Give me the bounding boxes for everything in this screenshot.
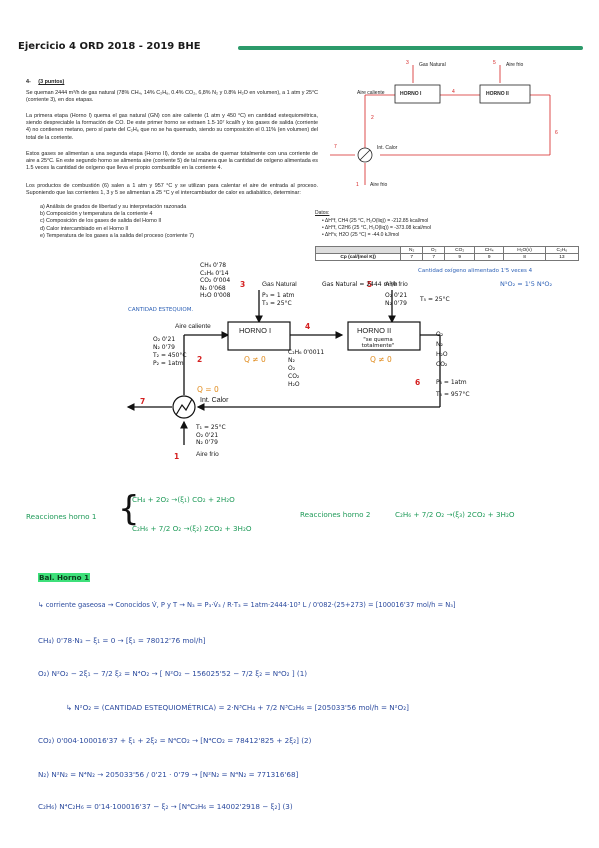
big-stream-5: 5 <box>367 280 373 289</box>
question-item: b) Composición y temperatura de la corri… <box>40 211 153 218</box>
reaction-1b: C₂H₆ + 7/2 O₂ →(ξ₂) 2CO₂ + 3H₂O <box>132 524 252 533</box>
stream2-composition: O₂ 0'21 N₂ 0'79 T₂ = 450°C P₂ = 1atm <box>153 336 187 367</box>
big-aire-frio-top: Aire frío <box>385 281 408 288</box>
stream5-composition: O₂ 0'21 N₂ 0'79 <box>385 292 408 307</box>
table-header-row: N₂ O₂ CO₂ CH₄ H₂O(v) C₂H₆ <box>314 246 580 254</box>
oxygen-formula: N⁵O₂ = 1'5 N⁴O₂ <box>500 280 553 288</box>
datos-list: • ΔH°f, CH4 (25 °C, H₂O(liq)) = -212.85 … <box>322 218 431 239</box>
q-int-calor: Q = 0 <box>197 385 219 394</box>
header-underline <box>238 46 583 50</box>
question-item: d) Calor intercambiado en el Horno II <box>40 225 129 232</box>
small-stream-5: 5 <box>493 60 496 66</box>
small-gas-natural-label: Gas Natural <box>419 62 446 68</box>
big-aire-caliente: Aire caliente <box>175 323 211 330</box>
page-title: Ejercicio 4 ORD 2018 - 2019 BHE <box>18 41 201 52</box>
small-int-calor: Int. Calor <box>377 145 398 151</box>
small-stream-6: 6 <box>555 130 558 136</box>
small-process-diagram <box>330 65 551 185</box>
small-stream-2: 2 <box>371 115 374 121</box>
p3-value: P₃ = 1 atm <box>262 292 295 299</box>
table-row: Cp (cal/(mol K)) 7 7 9 9 8 13 <box>314 253 580 261</box>
big-horno-1: HORNO I <box>239 326 272 335</box>
reaction-2: C₂H₆ + 7/2 O₂ →(ξ₃) 2CO₂ + 3H₂O <box>395 510 515 519</box>
solution-line-7: C₂H₆) N⁴C₂H₆ = 0'14·100016'37 − ξ₂ → [N⁴… <box>38 802 293 811</box>
problem-number: 4- <box>26 79 31 85</box>
reactions-label-2: Reacciones horno 2 <box>300 510 371 519</box>
q-horno-1: Q ≠ 0 <box>244 355 266 364</box>
big-stream-6: 6 <box>415 378 421 387</box>
q-horno-2: Q ≠ 0 <box>370 355 392 364</box>
big-gas-natural-label: Gas Natural <box>262 281 297 288</box>
stream4-composition: C₂H₆ 0'0011 N₂ O₂ CO₂ H₂O <box>288 349 325 388</box>
problem-paragraph-1: Se queman 2444 m³/h de gas natural (78% … <box>26 90 318 104</box>
problem-paragraph-3: Estos gases se alimentan a una segunda e… <box>26 151 318 172</box>
small-stream-3: 3 <box>406 60 409 66</box>
brace: { <box>118 489 140 529</box>
small-stream-1: 1 <box>356 182 359 188</box>
solution-line-4: ↳ N²O₂ = (CANTIDAD ESTEQUIOMÉTRICA) = 2·… <box>66 703 409 712</box>
cantidad-esteq-note: CANTIDAD ESTEQUIOM. <box>128 307 194 313</box>
problem-paragraph-2: La primera etapa (Horno I) quema el gas … <box>26 113 318 141</box>
t5-value: T₅ = 25°C <box>420 296 450 303</box>
cp-table: N₂ O₂ CO₂ CH₄ H₂O(v) C₂H₆ Cp (cal/(mol K… <box>314 246 580 261</box>
reactions-label-1: Reacciones horno 1 <box>26 512 97 521</box>
big-stream-2: 2 <box>197 355 203 364</box>
problem-points: (3 puntos) <box>38 79 65 85</box>
solution-line-5: CO₂) 0'004·100016'37 + ξ₁ + 2ξ₂ = N⁴CO₂ … <box>38 736 312 745</box>
big-stream-3: 3 <box>240 280 246 289</box>
stream3-composition: CH₄ 0'78 C₂H₆ 0'14 CO₂ 0'004 N₂ 0'068 H₂… <box>200 262 231 299</box>
big-horno-2: HORNO II <box>357 326 392 335</box>
big-aire-frio-bottom: Aire frío <box>196 451 219 458</box>
problem-number-line: 4- (3 puntos) <box>26 79 316 86</box>
datos-item: • ΔH°f, CH4 (25 °C, H₂O(liq)) = -212.85 … <box>322 218 429 224</box>
big-int-calor: Int. Calor <box>200 397 229 404</box>
big-stream-7: 7 <box>140 397 146 406</box>
small-aire-frio-bottom: Aire frio <box>370 182 388 188</box>
datos-item: • ΔH°v, H2O (25 °C) = -44.0 kJ/mol <box>322 232 400 238</box>
t3-value: T₃ = 25°C <box>262 300 292 307</box>
big-stream-1: 1 <box>174 452 180 461</box>
gas-natural-flow: Gas Natural = 2444 m³/h <box>322 281 398 288</box>
question-list: a) Análisis de grados de libertad y su i… <box>40 204 300 240</box>
question-item: a) Análisis de grados de libertad y su i… <box>40 204 187 210</box>
problem-paragraph-4: Los productos de combustión (6) salen a … <box>26 183 318 197</box>
oxygen-note: Cantidad oxígeno alimentado 1'5 veces 4 <box>418 268 533 274</box>
datos-title: Datos: <box>315 210 330 216</box>
t6-value: T₆ = 957°C <box>436 391 470 398</box>
small-horno-2: HORNO II <box>486 91 509 97</box>
solution-heading: Bal. Horno 1 <box>38 573 91 582</box>
small-aire-caliente: Aire caliente <box>357 90 385 96</box>
solution-line-2: CH₄) 0'78·N₃ − ξ₁ = 0 → [ξ₁ = 78012'76 m… <box>38 636 206 645</box>
stream6-composition: O₂ N₂ H₂O CO₂ <box>436 331 448 368</box>
solution-line-3: O₂) N²O₂ − 2ξ₁ − 7/2 ξ₂ = N⁴O₂ → [ N²O₂ … <box>38 669 308 678</box>
reaction-1a: CH₄ + 2O₂ →(ξ₁) CO₂ + 2H₂O <box>132 495 235 504</box>
question-item: c) Composición de los gases de salida de… <box>40 218 162 225</box>
question-item: e) Temperatura de los gases a la salida … <box>40 232 194 239</box>
small-horno-1: HORNO I <box>400 91 422 97</box>
stream1-composition: T₁ = 25°C O₂ 0'21 N₂ 0'79 <box>196 424 226 446</box>
small-stream-4: 4 <box>452 89 455 95</box>
large-process-diagram <box>126 290 441 445</box>
small-stream-7: 7 <box>334 144 337 150</box>
small-aire-frio-top: Aire frio <box>506 62 524 68</box>
solution-line-1: ↳ corriente gaseosa → Conocidos V̇, P y … <box>38 601 456 609</box>
se-quema-note: "se quema totalmente" <box>361 337 395 349</box>
p6-value: P₆ = 1atm <box>436 379 467 386</box>
big-stream-4: 4 <box>305 322 311 331</box>
datos-item: • ΔH°f, C2H6 (25 °C, H₂O(liq)) = -373.08… <box>322 225 431 231</box>
solution-line-6: N₂) N²N₂ = N⁴N₂ → 205033'56 / 0'21 · 0'7… <box>38 770 299 779</box>
